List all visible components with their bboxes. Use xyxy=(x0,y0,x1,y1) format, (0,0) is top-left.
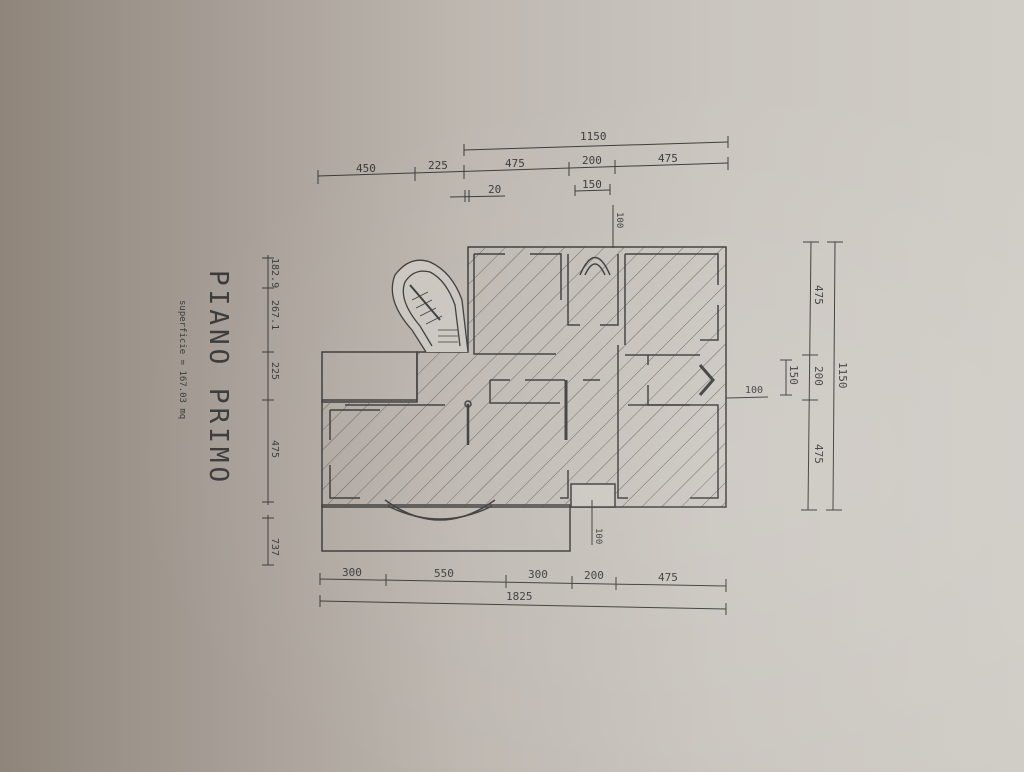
dim-bottom-2: 550 xyxy=(434,567,454,580)
top-dimension-chain xyxy=(317,136,729,248)
dim-top-4: 200 xyxy=(582,154,602,167)
dim-right-small: 150 xyxy=(787,365,800,385)
dim-top-total: 1150 xyxy=(580,130,607,143)
dim-top-2: 225 xyxy=(428,159,448,172)
dim-bottom-5: 475 xyxy=(658,571,678,584)
dim-top-1: 450 xyxy=(356,162,376,175)
terrace-south xyxy=(321,504,571,552)
dim-left-1: 182.9 xyxy=(269,258,280,288)
niche-arch xyxy=(579,256,611,276)
dim-right-marker: 100 xyxy=(745,385,763,396)
dim-bottom-4: 200 xyxy=(584,569,604,582)
dim-left-2: 267.1 xyxy=(269,300,280,330)
dim-top-small-1: 20 xyxy=(488,183,501,196)
bay-window xyxy=(384,499,496,521)
dim-left-3: 225 xyxy=(269,362,280,380)
left-dimension-chain xyxy=(262,255,274,566)
dim-bottom-total: 1825 xyxy=(506,590,533,603)
right-dimension-chain xyxy=(725,241,843,511)
dim-top-5: 475 xyxy=(658,152,678,165)
dim-top-marker: 100 xyxy=(614,212,624,228)
plan-surface: superficie = 167.03 mq xyxy=(177,300,187,419)
bottom-dimension-chain xyxy=(319,500,727,615)
dim-right-3: 475 xyxy=(812,444,825,464)
dim-right-total: 1150 xyxy=(836,362,849,389)
dim-bottom-marker: 100 xyxy=(593,528,603,544)
floor-area xyxy=(321,246,727,508)
dim-right-2: 200 xyxy=(812,366,825,386)
spiral-staircase xyxy=(391,259,469,353)
terrace-north xyxy=(321,351,418,403)
title-block: PIANO PRIMO superficie = 167.03 mq xyxy=(177,270,233,486)
entry-box xyxy=(570,483,616,508)
dim-top-3: 475 xyxy=(505,157,525,170)
dim-top-small-2: 150 xyxy=(582,178,602,191)
dim-bottom-1: 300 xyxy=(342,566,362,579)
dim-bottom-3: 300 xyxy=(528,568,548,581)
dim-left-5: 737 xyxy=(269,538,280,556)
building-outline xyxy=(321,246,727,552)
dim-left-4: 475 xyxy=(269,440,280,458)
dim-right-1: 475 xyxy=(812,285,825,305)
plan-title: PIANO PRIMO xyxy=(203,270,233,486)
